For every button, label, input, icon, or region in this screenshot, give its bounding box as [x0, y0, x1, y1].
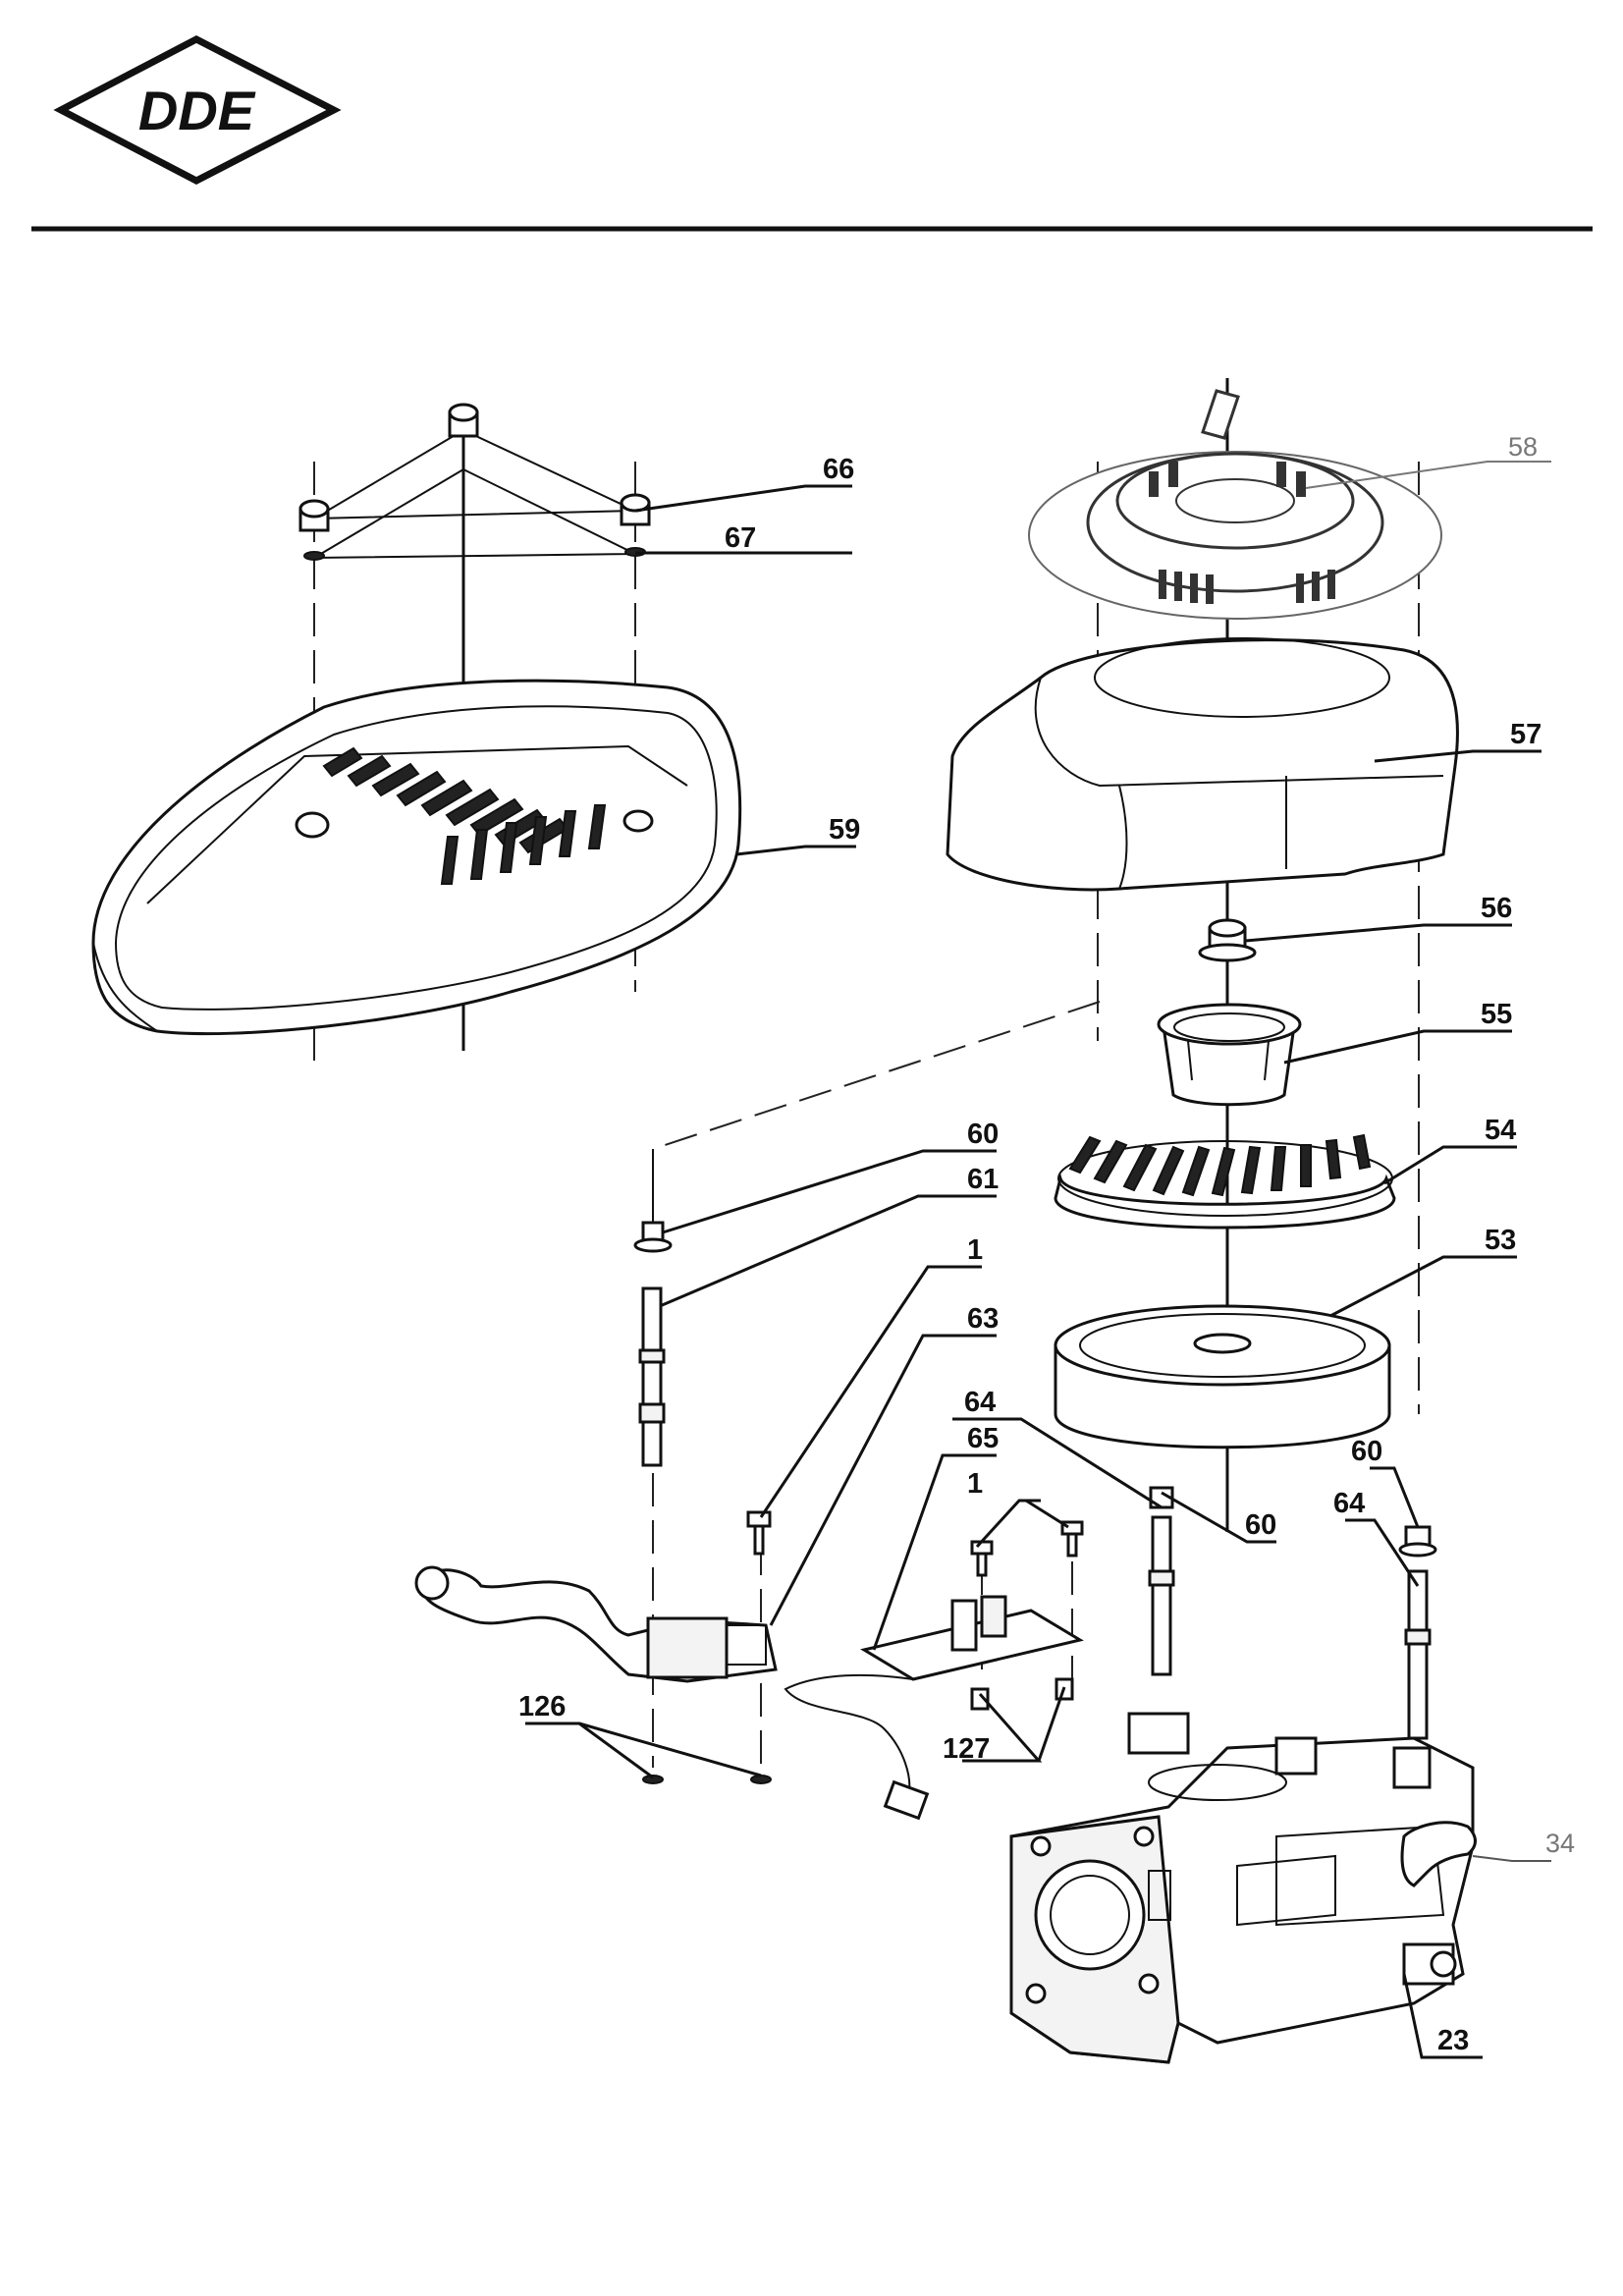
- callout-34: 34: [1545, 1829, 1575, 1858]
- callout-126: 126: [518, 1691, 566, 1722]
- brand-logo: DDE: [53, 35, 342, 185]
- flywheel: [1054, 1304, 1391, 1449]
- callout-127: 127: [943, 1733, 990, 1765]
- flywheel-nut: [1198, 918, 1257, 962]
- callout-23: 23: [1437, 2025, 1469, 2056]
- air-filter-cover-group: [91, 403, 742, 1061]
- callout-53: 53: [1485, 1225, 1516, 1256]
- callout-64-left: 64: [964, 1387, 996, 1418]
- callout-55: 55: [1481, 999, 1512, 1030]
- callout-57: 57: [1510, 719, 1542, 750]
- crankcase: [1009, 1712, 1477, 2064]
- callout-60-upper: 60: [967, 1119, 999, 1150]
- fan-housing: [946, 637, 1459, 892]
- callout-60-right: 60: [1351, 1436, 1382, 1467]
- callout-54: 54: [1485, 1115, 1516, 1146]
- callout-63: 63: [967, 1303, 999, 1335]
- callout-61: 61: [967, 1164, 999, 1195]
- ignition-coil-assembly: [414, 1001, 1101, 1784]
- callout-1-left: 1: [967, 1234, 983, 1266]
- callout-56: 56: [1481, 893, 1512, 924]
- mounting-studs: [1148, 1486, 1437, 1740]
- callout-labels: 66 67 59 58 57 56 55 54 53 60 61 1 63 64…: [518, 432, 1575, 2056]
- callout-66: 66: [823, 454, 854, 485]
- callout-60-mid: 60: [1245, 1509, 1276, 1541]
- callout-1-bracket: 1: [967, 1468, 983, 1500]
- logo-text: DDE: [138, 80, 256, 141]
- callout-58: 58: [1508, 432, 1538, 462]
- control-bracket: [784, 1520, 1084, 1821]
- cooling-fan: [1054, 1133, 1396, 1230]
- leader-lines: [525, 461, 1551, 2059]
- callout-65: 65: [967, 1423, 999, 1454]
- callout-59: 59: [829, 814, 860, 846]
- callout-67: 67: [725, 522, 756, 554]
- callout-64-right: 64: [1333, 1488, 1365, 1519]
- starter-pulley: [1157, 1003, 1302, 1107]
